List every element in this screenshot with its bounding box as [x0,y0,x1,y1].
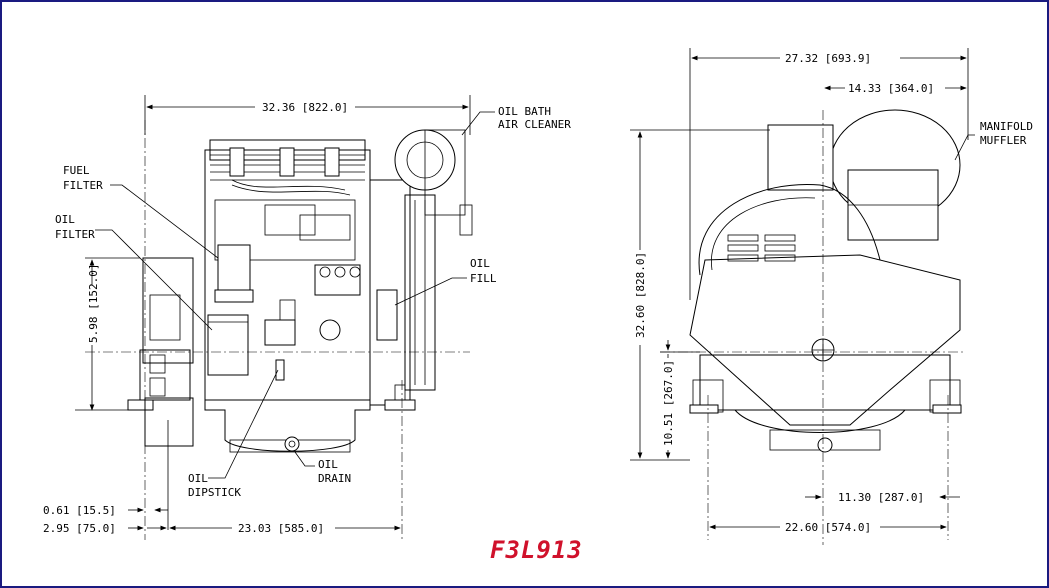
label-oil-drain-2: DRAIN [318,472,351,485]
front-view [75,95,495,540]
side-engine-body [660,109,965,545]
front-labels: OIL BATH AIR CLEANER FUEL FILTER OIL FIL… [43,101,571,535]
label-fuel-filter: FILTER [63,179,103,192]
dim-crank-height: 10.51 [267.0] [662,360,675,446]
dim-foot-width: 2.95 [75.0] [43,522,116,535]
front-engine-body [85,120,473,540]
side-labels: MANIFOLD MUFFLER 27.32 [693.9] 14.33 [36… [634,52,1033,534]
side-dimensions [630,48,969,530]
label-air-cleaner: AIR CLEANER [498,118,571,131]
side-view [630,48,975,545]
dim-overall-width: 27.32 [693.9] [785,52,871,65]
label-muffler: MUFFLER [980,134,1027,147]
front-leaders [95,111,495,479]
label-oil-bath: OIL BATH [498,105,551,118]
front-dimensions [75,95,471,531]
dim-foot-span: 22.60 [574.0] [785,521,871,534]
dim-offset-small: 0.61 [15.5] [43,504,116,517]
model-title: F3L913 [490,536,583,564]
label-oil-dipstick-2: DIPSTICK [188,486,241,499]
dim-flange-height: 5.98 [152.0] [87,264,100,343]
label-manifold: MANIFOLD [980,120,1033,133]
label-oil-fill-2: FILL [470,272,497,285]
dim-muffler-offset: 14.33 [364.0] [848,82,934,95]
label-oil-drain-1: OIL [318,458,338,471]
label-oil-filter: FILTER [55,228,95,241]
dim-half-foot-span: 11.30 [287.0] [838,491,924,504]
dim-foot-spacing: 23.03 [585.0] [238,522,324,535]
label-oil: OIL [55,213,75,226]
label-oil-fill-1: OIL [470,257,490,270]
dim-overall-height: 32.60 [828.0] [634,252,647,338]
label-oil-dipstick-1: OIL [188,472,208,485]
label-fuel: FUEL [63,164,90,177]
dim-overall-length: 32.36 [822.0] [262,101,348,114]
